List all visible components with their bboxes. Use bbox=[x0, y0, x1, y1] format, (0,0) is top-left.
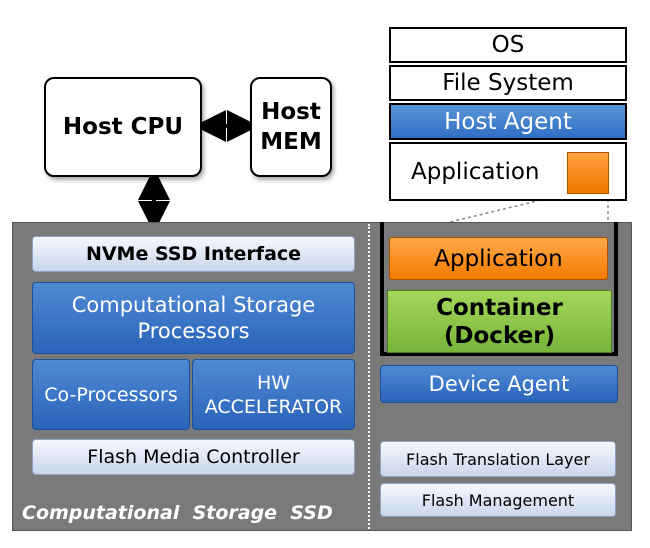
flash-media-controller-block: Flash Media Controller bbox=[32, 439, 355, 475]
flash-translation-layer-block: Flash Translation Layer bbox=[380, 441, 616, 477]
file-system-label: File System bbox=[442, 70, 574, 96]
container-label-line1: Container bbox=[436, 294, 563, 321]
os-label: OS bbox=[491, 32, 525, 58]
host-mem-label-line2: MEM bbox=[260, 129, 322, 155]
host-application-label: Application bbox=[411, 158, 540, 185]
nvme-interface-label: NVMe SSD Interface bbox=[85, 243, 302, 265]
flash-translation-layer-label: Flash Translation Layer bbox=[406, 449, 590, 469]
host-application-layer: Application bbox=[389, 142, 627, 201]
host-mem-box: Host MEM bbox=[250, 77, 332, 177]
device-agent-block: Device Agent bbox=[380, 365, 618, 403]
device-agent-label: Device Agent bbox=[428, 372, 570, 396]
host-agent-label: Host Agent bbox=[444, 108, 572, 135]
container-label-line2: (Docker) bbox=[443, 322, 556, 349]
flash-management-label: Flash Management bbox=[421, 490, 575, 510]
csp-label-line2: Processors bbox=[137, 319, 250, 343]
file-system-layer: File System bbox=[389, 65, 627, 101]
nvme-interface-block: NVMe SSD Interface bbox=[32, 236, 355, 272]
host-cpu-label: Host CPU bbox=[62, 114, 184, 140]
flash-media-controller-label: Flash Media Controller bbox=[87, 446, 300, 468]
docker-container-frame bbox=[380, 222, 618, 356]
host-mem-label-line1: Host bbox=[261, 99, 321, 125]
device-application-block: Application bbox=[389, 237, 608, 280]
panel-divider bbox=[368, 224, 370, 529]
hw-accelerator-block: HW ACCELERATOR bbox=[192, 359, 355, 430]
computational-storage-processors-block: Computational Storage Processors bbox=[32, 282, 355, 354]
csp-label-line1: Computational Storage bbox=[71, 293, 316, 317]
co-processors-label: Co-Processors bbox=[44, 383, 178, 406]
device-application-label: Application bbox=[434, 245, 563, 272]
hw-accelerator-label-line2: ACCELERATOR bbox=[204, 395, 343, 418]
application-square-icon bbox=[567, 152, 609, 194]
hw-accelerator-label-line1: HW bbox=[256, 371, 291, 394]
host-cpu-box: Host CPU bbox=[44, 77, 202, 177]
ssd-panel-label: Computational Storage SSD bbox=[22, 502, 333, 524]
host-agent-layer: Host Agent bbox=[389, 103, 627, 140]
flash-management-block: Flash Management bbox=[380, 483, 616, 517]
os-layer: OS bbox=[389, 27, 627, 63]
container-docker-block: Container (Docker) bbox=[387, 290, 612, 353]
co-processors-block: Co-Processors bbox=[32, 359, 190, 430]
